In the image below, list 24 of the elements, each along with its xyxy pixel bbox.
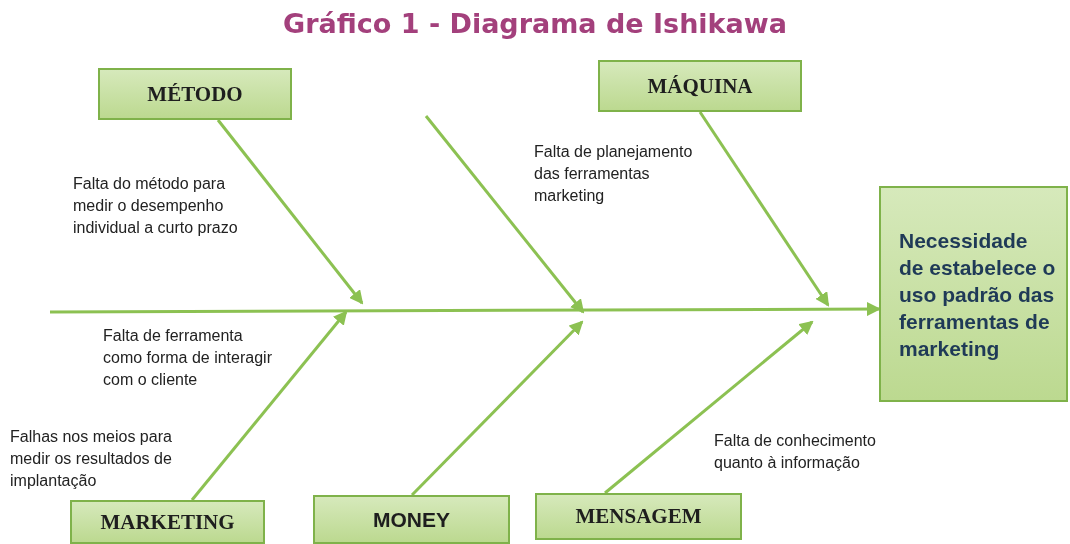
effect-text: Necessidade de estabelece o uso padrão das ferramentas de marketing [899, 227, 1056, 362]
bone-arrow [190, 310, 348, 501]
category-label: MENSAGEM [575, 504, 702, 529]
cause-text: Falta de ferramenta como forma de interagir com o cliente [103, 326, 273, 390]
category-box [598, 60, 802, 112]
category-label: MÁQUINA [647, 73, 753, 99]
spine-arrow [50, 302, 881, 317]
category-label: MONEY [373, 507, 450, 532]
bone-arrow [698, 111, 830, 307]
cause-text: Falta do método para medir o desempenho individual a curto prazo [73, 174, 239, 238]
effect-box [879, 186, 1068, 402]
diagram-title: Gráfico 1 - Diagrama de Ishikawa [282, 8, 788, 39]
category-box [98, 68, 292, 120]
bone-arrow [410, 320, 584, 497]
cause-text: Falhas nos meios para medir os resultados de implantação [10, 427, 173, 491]
bone-arrow [216, 119, 364, 305]
cause-text: Falta de conhecimento quanto à informação [714, 431, 877, 473]
bone-arrow [604, 320, 814, 495]
category-label: MÉTODO [147, 81, 243, 107]
category-box [70, 500, 265, 544]
category-box [313, 495, 510, 544]
cause-text: Falta de planejamento das ferramentas marketing [534, 142, 694, 206]
category-label: MARKETING [100, 509, 235, 535]
category-box [535, 493, 742, 540]
